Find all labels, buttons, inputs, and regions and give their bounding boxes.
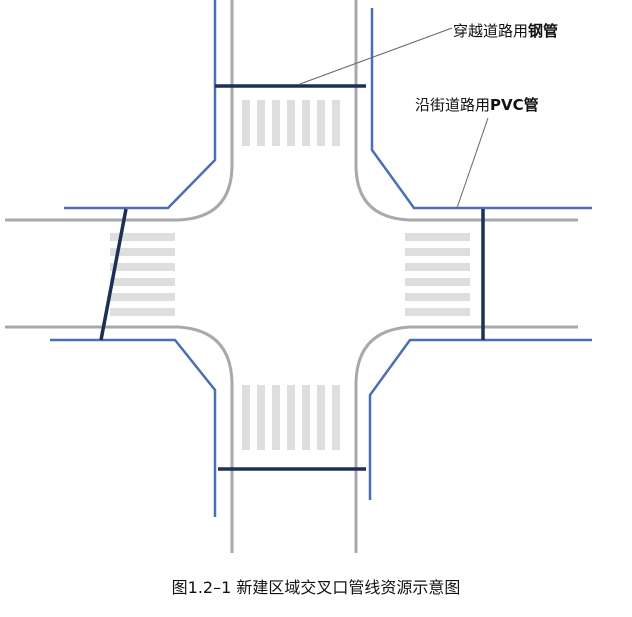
pvc-pipe-se bbox=[368, 338, 592, 500]
pvc-pipe-label-prefix: 沿街道路用 bbox=[415, 96, 490, 114]
steel-pipes bbox=[99, 84, 485, 471]
leader-line-pvc bbox=[456, 117, 489, 209]
road-edge-se bbox=[354, 325, 578, 553]
steel-pipe-label: 穿越道路用钢管 bbox=[453, 22, 558, 40]
pvc-pipe-sw bbox=[50, 338, 217, 517]
road-edge-sw bbox=[5, 325, 234, 553]
leader-line-steel bbox=[299, 27, 453, 85]
pvc-pipe-nw bbox=[64, 0, 217, 210]
crosswalk-south bbox=[242, 385, 340, 450]
steel-pipe-west bbox=[99, 208, 128, 341]
road-edges bbox=[5, 0, 578, 553]
pvc-pipe-label: 沿街道路用PVC管 bbox=[415, 96, 539, 114]
figure-caption: 图1.2–1 新建区域交叉口管线资源示意图 bbox=[172, 578, 461, 597]
crosswalk-east bbox=[405, 233, 470, 316]
crosswalk-west bbox=[110, 233, 175, 316]
pvc-pipe-label-bold: PVC管 bbox=[490, 96, 539, 114]
pvc-pipes bbox=[50, 0, 592, 517]
steel-pipe-label-bold: 钢管 bbox=[528, 22, 558, 40]
crosswalk-north bbox=[242, 100, 340, 146]
pvc-pipe-ne bbox=[370, 8, 592, 210]
road-edge-nw bbox=[5, 0, 234, 222]
steel-pipe-label-prefix: 穿越道路用 bbox=[453, 22, 528, 40]
road-edge-ne bbox=[354, 0, 578, 222]
